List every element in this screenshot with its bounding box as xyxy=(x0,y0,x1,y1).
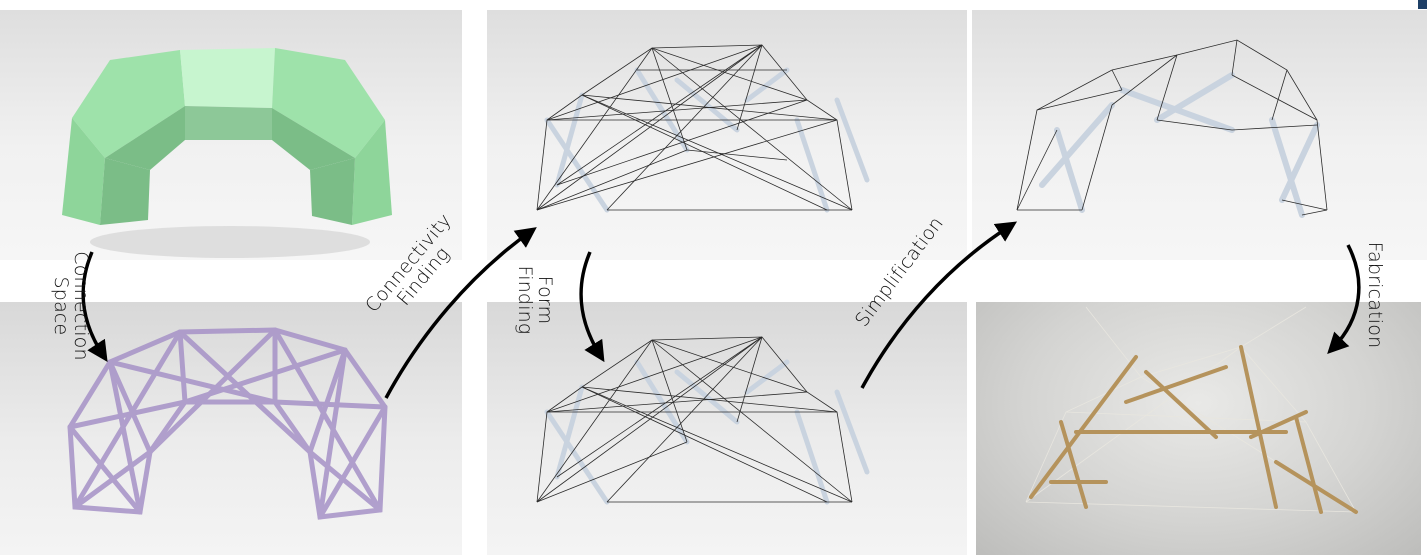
simplified-network-panel xyxy=(972,10,1427,260)
simplified-network-model xyxy=(1016,39,1328,218)
fabrication-label: Fabrication xyxy=(1364,241,1386,349)
connection-space-label-line2: Space xyxy=(50,276,73,336)
tensegrity-network-model xyxy=(536,44,870,213)
connectivity-finding-arrow xyxy=(384,227,537,399)
connectivity-network-panel xyxy=(487,10,967,260)
form-finding-label-line2: Finding xyxy=(514,265,537,335)
connection-space-arrow xyxy=(81,251,108,363)
green-arch-model xyxy=(62,48,392,258)
form-finding-arrow xyxy=(579,251,605,363)
connection-space-input-panel xyxy=(0,10,462,260)
form-found-network-model xyxy=(536,336,870,505)
simplification-arrow xyxy=(860,221,1018,389)
purple-connection-space-model xyxy=(67,327,388,520)
bamboo-tensegrity-prototype xyxy=(1025,306,1358,514)
form-finding-label: Form Finding xyxy=(510,260,556,340)
connection-space-label-line1: Connection xyxy=(70,251,92,361)
fabrication-arrow xyxy=(1327,244,1361,355)
corner-mark xyxy=(1418,0,1427,9)
connection-space-panel xyxy=(0,302,462,555)
form-finding-label-line1: Form xyxy=(534,275,556,325)
fabricated-prototype-photo xyxy=(976,302,1421,555)
connection-space-label: Connection Space xyxy=(46,251,92,361)
